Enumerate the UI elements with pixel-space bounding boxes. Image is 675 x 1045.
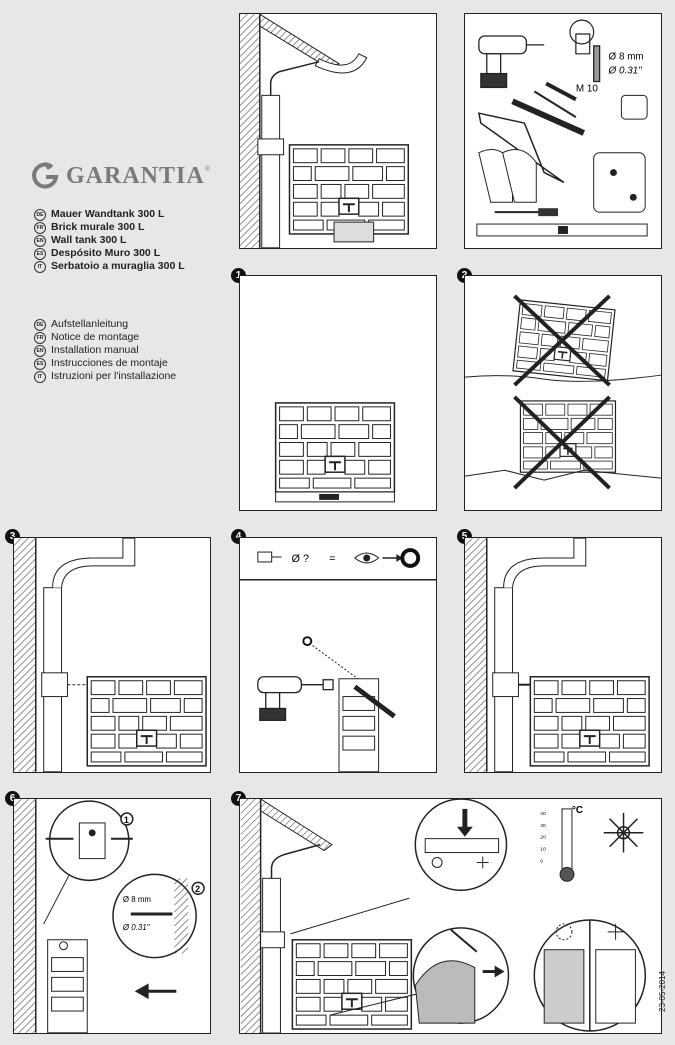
sub-step-2-label: 2 bbox=[195, 884, 200, 894]
wrench-icon bbox=[545, 81, 577, 102]
step-3-panel bbox=[13, 537, 211, 773]
lang-code: IT bbox=[34, 370, 46, 383]
lang-code: EN bbox=[34, 234, 46, 247]
sub-drill-size-mm: Ø 8 mm bbox=[123, 895, 152, 904]
instruction-title-it: IT Istruzioni per l'installazione bbox=[34, 370, 176, 383]
sun-icon bbox=[555, 923, 573, 941]
brand-logo: GARANTIA ® bbox=[30, 160, 210, 192]
hacksaw-icon bbox=[477, 112, 565, 184]
instruction-title: Instrucciones de montaje bbox=[51, 357, 168, 369]
screwdriver-icon bbox=[450, 929, 478, 953]
product-name-en: EN Wall tank 300 L bbox=[34, 234, 185, 247]
sub-drill-size-inch: Ø 0.31" bbox=[122, 923, 151, 932]
instruction-title-es: ES Instrucciones de montaje bbox=[34, 357, 176, 370]
lang-code: DE bbox=[34, 318, 46, 331]
step-1-panel bbox=[239, 275, 437, 511]
snowflake-icon bbox=[603, 812, 644, 853]
temperature-unit: °C bbox=[572, 805, 583, 816]
step-6-panel: 1 Ø 8 mm Ø 0.31" 2 bbox=[13, 798, 211, 1034]
step-2-panel bbox=[464, 275, 662, 511]
brand-registered-mark: ® bbox=[204, 166, 210, 173]
instruction-title: Installation manual bbox=[51, 344, 139, 356]
tools-panel: Ø 8 mm Ø 0.31" M 10 bbox=[464, 13, 662, 249]
arrow-right-icon bbox=[482, 965, 505, 978]
instruction-title-de: DE Aufstellanleitung bbox=[34, 318, 176, 331]
temperature-tick: 10 bbox=[540, 847, 546, 853]
bracket-icon bbox=[593, 152, 646, 213]
pencil-icon bbox=[533, 90, 577, 118]
lang-code: EN bbox=[34, 344, 46, 357]
instruction-title-fr: FR Notice de montage bbox=[34, 331, 176, 344]
overview-illustration bbox=[240, 14, 410, 248]
garantia-logo-icon bbox=[32, 162, 59, 189]
drill-icon bbox=[478, 35, 545, 89]
eye-icon bbox=[354, 552, 380, 564]
temperature-tick: 20 bbox=[540, 835, 546, 841]
seal-ring-icon bbox=[400, 548, 421, 568]
screw-bracket-icon bbox=[78, 822, 106, 860]
sub-step-1-label: 1 bbox=[124, 815, 129, 825]
drill-bit-icon bbox=[593, 45, 601, 83]
step-3-illustration bbox=[14, 538, 208, 772]
step-4-illustration: Ø ? = bbox=[240, 548, 436, 772]
product-name: Brick murale 300 L bbox=[51, 221, 145, 233]
product-name: Despósito Muro 300 L bbox=[51, 247, 161, 259]
bolt-size: M 10 bbox=[576, 83, 598, 94]
step-1-illustration bbox=[274, 401, 396, 503]
instruction-title: Notice de montage bbox=[51, 331, 140, 343]
thermometer-icon bbox=[559, 808, 575, 882]
tape-measure-icon bbox=[620, 94, 648, 120]
screwdriver-icon bbox=[494, 208, 559, 217]
step-6-illustration: 1 Ø 8 mm Ø 0.31" 2 bbox=[14, 799, 205, 1033]
product-name-fr: FR Brick murale 300 L bbox=[34, 221, 185, 234]
temperature-tick: 40 bbox=[540, 811, 546, 817]
lang-code: ES bbox=[34, 357, 46, 370]
product-name-de: DE Mauer Wandtank 300 L bbox=[34, 208, 185, 221]
tools-illustration: Ø 8 mm Ø 0.31" M 10 bbox=[476, 19, 648, 237]
temperature-tick: 0 bbox=[540, 858, 543, 864]
snowflake-small-icon bbox=[476, 856, 489, 869]
step-2-illustration bbox=[465, 294, 661, 490]
spirit-level-icon bbox=[476, 223, 648, 237]
gloves-icon bbox=[478, 149, 537, 203]
diameter-question: Ø ? bbox=[291, 553, 309, 565]
product-name: Serbatoio a muraglia 300 L bbox=[51, 260, 185, 272]
hole-saw-icon bbox=[257, 551, 282, 563]
snowflake-small-icon bbox=[607, 923, 624, 940]
step-7-illustration: °C 40 30 20 10 0 bbox=[240, 799, 647, 1033]
overview-panel bbox=[239, 13, 437, 249]
arrow-left-icon bbox=[134, 983, 177, 1000]
lang-code: ES bbox=[34, 247, 46, 260]
step-5-panel bbox=[464, 537, 662, 773]
step-4-panel: Ø ? = bbox=[239, 537, 437, 773]
equals-sign: = bbox=[329, 553, 335, 565]
lang-code: FR bbox=[34, 221, 46, 234]
product-name-es: ES Despósito Muro 300 L bbox=[34, 247, 185, 260]
print-date: 23-05-2014 bbox=[658, 971, 667, 1012]
instruction-title-en: EN Installation manual bbox=[34, 344, 176, 357]
instruction-title: Istruzioni per l'installazione bbox=[51, 370, 177, 382]
product-name: Mauer Wandtank 300 L bbox=[51, 208, 165, 220]
drill-icon bbox=[257, 676, 334, 721]
file-icon bbox=[511, 98, 585, 136]
wall-plug-icon bbox=[569, 19, 595, 55]
lang-code: DE bbox=[34, 208, 46, 221]
temperature-tick: 30 bbox=[540, 823, 546, 829]
product-name-it: IT Serbatoio a muraglia 300 L bbox=[34, 260, 185, 273]
instruction-title: Aufstellanleitung bbox=[51, 318, 129, 330]
lang-code: IT bbox=[34, 260, 46, 273]
drill-size-inch: Ø 0.31" bbox=[608, 66, 643, 77]
lang-code: FR bbox=[34, 331, 46, 344]
product-name: Wall tank 300 L bbox=[51, 234, 127, 246]
drill-size-mm: Ø 8 mm bbox=[609, 52, 644, 63]
step-5-illustration bbox=[465, 538, 651, 772]
brand-name: GARANTIA bbox=[66, 162, 205, 189]
sun-icon bbox=[431, 857, 443, 868]
step-7-panel: °C 40 30 20 10 0 bbox=[239, 798, 662, 1034]
product-name-list: DE Mauer Wandtank 300 L FR Brick murale 30… bbox=[34, 208, 185, 273]
